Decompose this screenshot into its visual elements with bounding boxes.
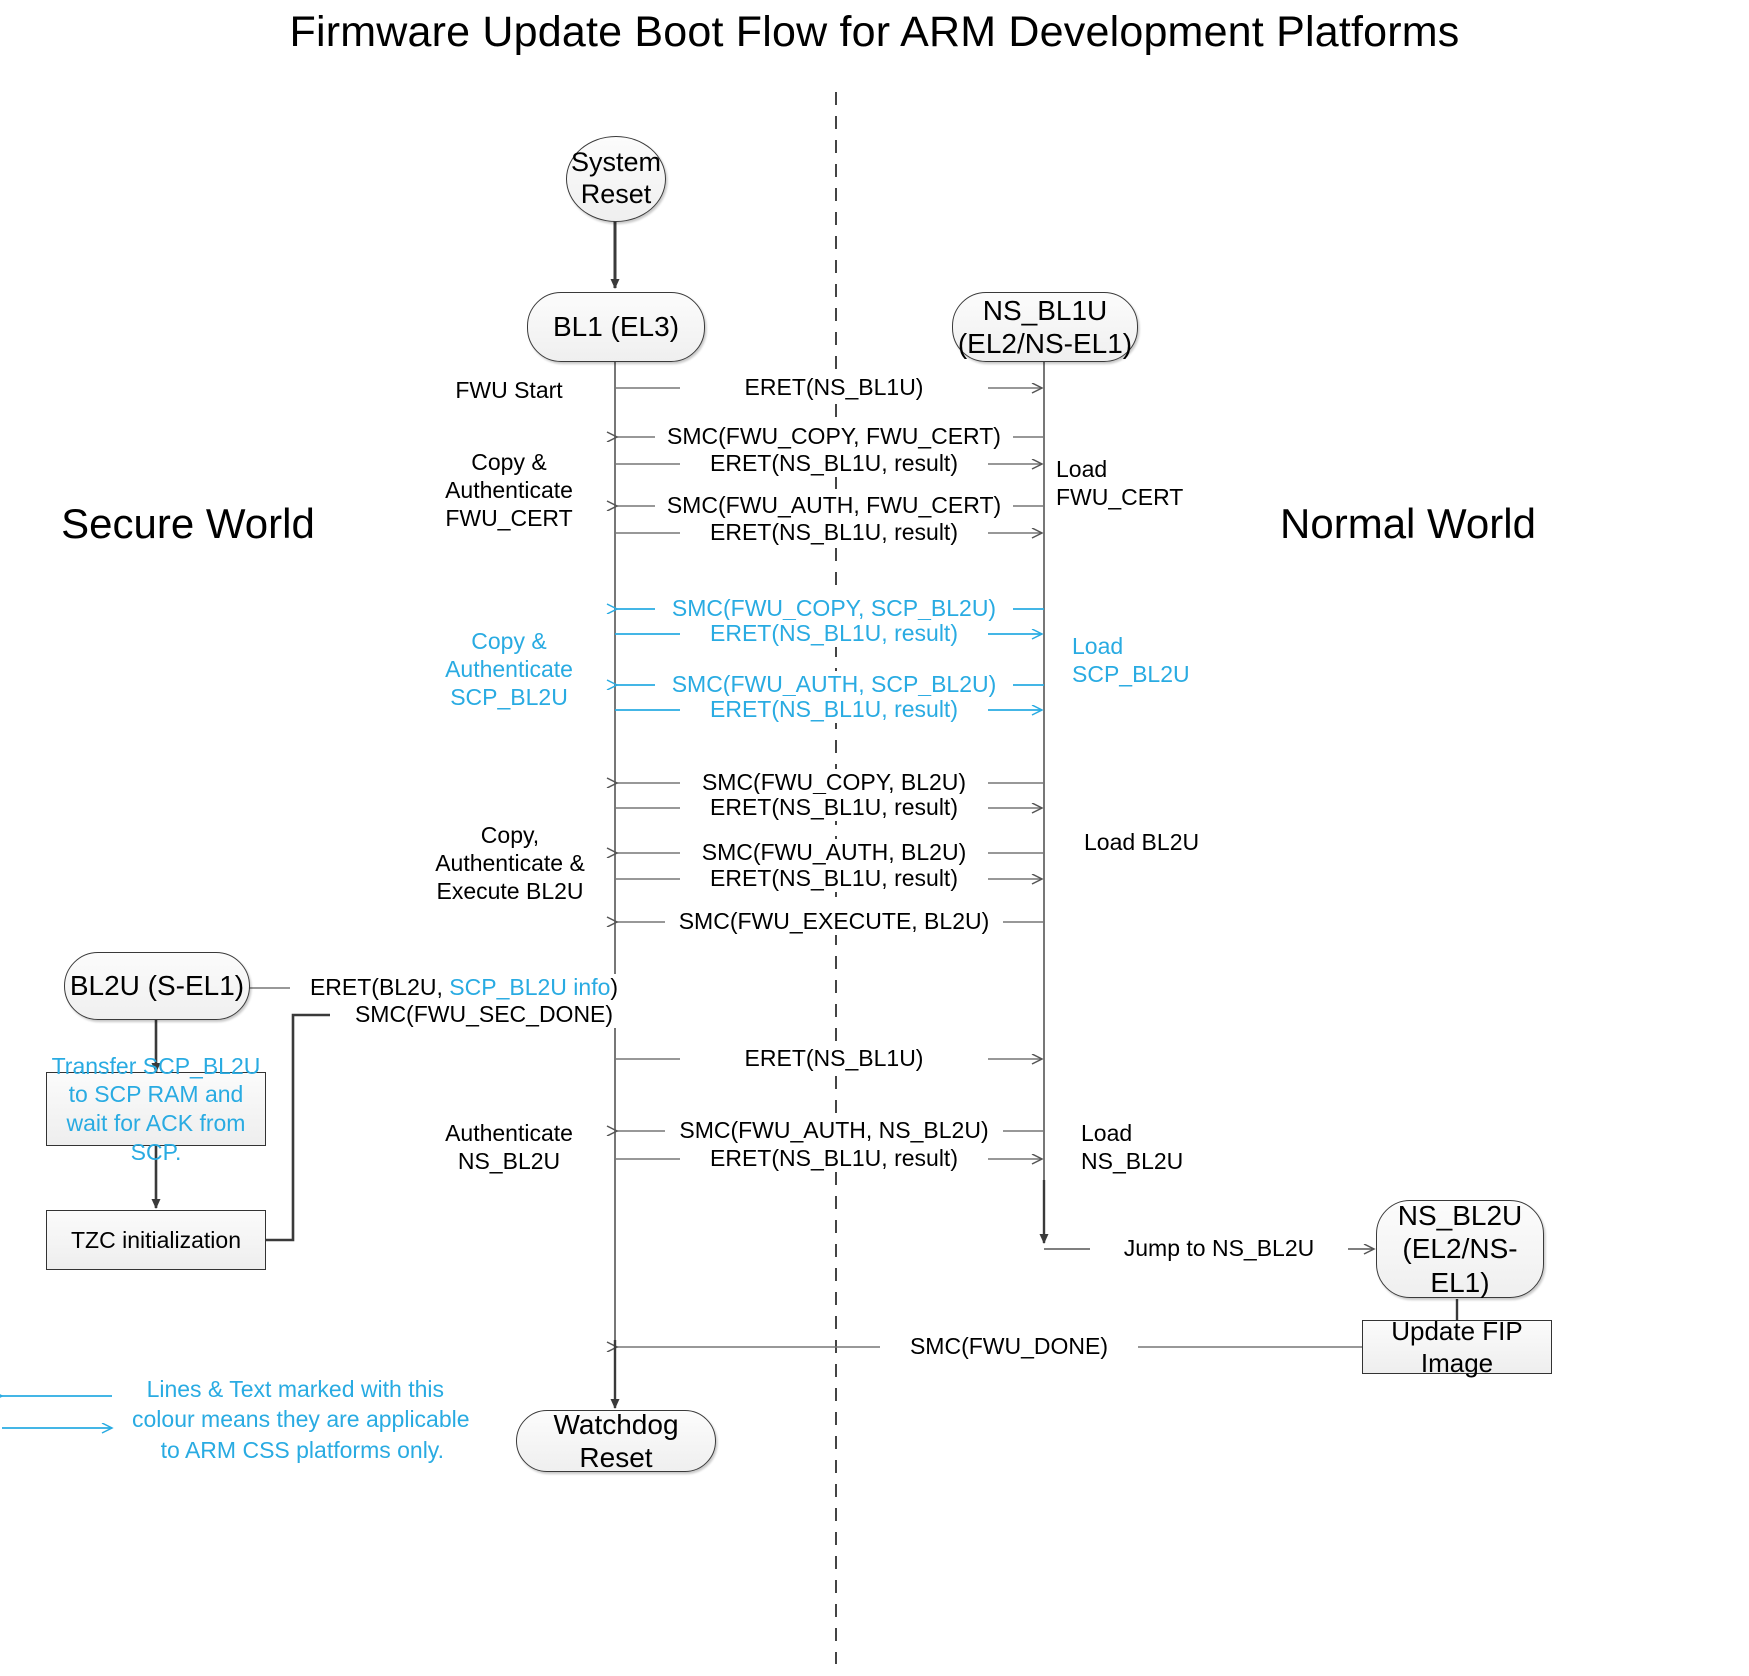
node-watchdog-reset[interactable]: Watchdog Reset (516, 1409, 716, 1473)
box-update-fip-image[interactable]: Update FIP Image (1362, 1316, 1552, 1378)
label-load-scp-bl2u: Load SCP_BL2U (1072, 633, 1190, 688)
message-m15-suffix: ) (610, 974, 619, 1000)
message-m15: ERET(BL2U, SCP_BL2U info) (290, 974, 638, 1001)
node-bl1[interactable]: BL1 (EL3) (527, 292, 705, 362)
message-m5: ERET(NS_BL1U, result) (680, 519, 988, 546)
message-m21: SMC(FWU_DONE) (880, 1333, 1138, 1360)
message-m16: SMC(FWU_SEC_DONE) (330, 1001, 638, 1028)
legend-note: Lines & Text marked with this colour mea… (132, 1376, 470, 1463)
message-m11: ERET(NS_BL1U, result) (680, 794, 988, 821)
label-fwu-start: FWU Start (455, 377, 563, 403)
message-m13: ERET(NS_BL1U, result) (680, 865, 988, 892)
message-m10: SMC(FWU_COPY, BL2U) (680, 769, 988, 796)
node-system-reset[interactable]: System Reset (566, 136, 666, 222)
label-load-ns-bl2u: Load NS_BL2U (1081, 1120, 1184, 1175)
message-m2: SMC(FWU_COPY, FWU_CERT) (655, 423, 1013, 450)
box-transfer-scp-bl2u[interactable]: Transfer SCP_BL2U to SCP RAM and wait fo… (46, 1053, 266, 1165)
node-ns-bl2u[interactable]: NS_BL2U (EL2/NS-EL1) (1376, 1200, 1544, 1298)
message-m15-prefix: ERET(BL2U, (309, 974, 450, 1000)
label-copy-auth-scp-bl2u: Copy & Authenticate SCP_BL2U (445, 628, 573, 711)
message-m9: ERET(NS_BL1U, result) (680, 696, 988, 723)
message-m1: ERET(NS_BL1U) (680, 374, 988, 401)
secure-world-label: Secure World (61, 500, 315, 547)
message-m18: SMC(FWU_AUTH, NS_BL2U) (665, 1117, 1003, 1144)
normal-world-label: Normal World (1280, 500, 1536, 547)
page-title: Firmware Update Boot Flow for ARM Develo… (289, 8, 1460, 56)
message-m8: SMC(FWU_AUTH, SCP_BL2U) (655, 671, 1013, 698)
message-m12: SMC(FWU_AUTH, BL2U) (680, 839, 988, 866)
message-m7: ERET(NS_BL1U, result) (680, 620, 988, 647)
label-authenticate-ns-bl2u: Authenticate NS_BL2U (445, 1120, 573, 1175)
label-load-fwu-cert: Load FWU_CERT (1056, 456, 1184, 511)
label-copy-auth-exec-bl2u: Copy, Authenticate & Execute BL2U (435, 822, 585, 905)
label-copy-auth-fwu-cert: Copy & Authenticate FWU_CERT (445, 449, 573, 532)
message-m15-accent: SCP_BL2U info (449, 974, 611, 1000)
box-tzc-initialization[interactable]: TZC initialization (46, 1210, 266, 1270)
message-m14: SMC(FWU_EXECUTE, BL2U) (665, 908, 1003, 935)
message-m4: SMC(FWU_AUTH, FWU_CERT) (655, 492, 1013, 519)
message-m17: ERET(NS_BL1U) (680, 1045, 988, 1072)
message-m19: ERET(NS_BL1U, result) (680, 1145, 988, 1172)
message-m20: Jump to NS_BL2U (1090, 1235, 1348, 1262)
label-load-bl2u: Load BL2U (1084, 829, 1200, 855)
node-bl2u[interactable]: BL2U (S-EL1) (64, 952, 250, 1020)
node-ns-bl1u[interactable]: NS_BL1U (EL2/NS-EL1) (952, 292, 1138, 362)
message-m6: SMC(FWU_COPY, SCP_BL2U) (655, 595, 1013, 622)
message-m3: ERET(NS_BL1U, result) (680, 450, 988, 477)
